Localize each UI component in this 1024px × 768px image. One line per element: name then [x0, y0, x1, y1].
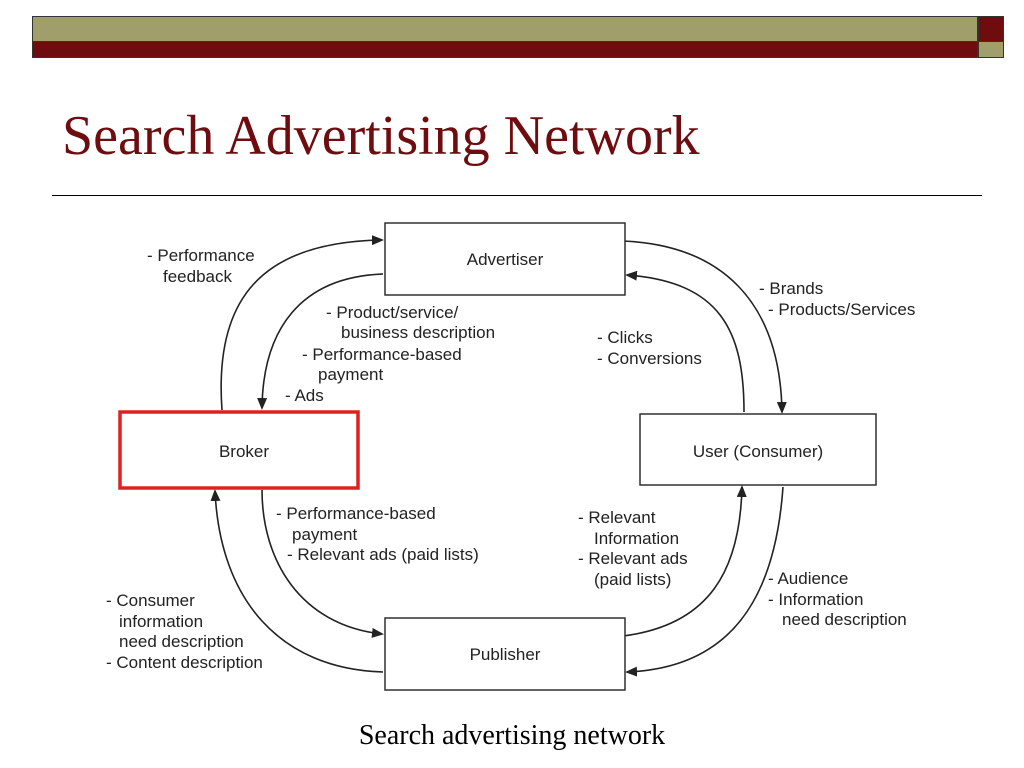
- annotation-line: payment: [292, 525, 357, 544]
- annotation-line: - Relevant ads: [578, 549, 688, 568]
- annotation-performance-feedback: - Performance feedback: [147, 246, 259, 286]
- annotation-line: - Performance-based: [276, 504, 436, 523]
- node-user-label: User (Consumer): [693, 442, 823, 461]
- annotation-line: business description: [341, 323, 495, 342]
- node-publisher-label: Publisher: [470, 645, 541, 664]
- annotation-line: - Relevant: [578, 508, 656, 527]
- node-advertiser: Advertiser: [384, 222, 626, 296]
- annotation-line: need description: [782, 610, 907, 629]
- node-broker-label: Broker: [219, 442, 269, 461]
- arrow-user-to-publisher: [625, 486, 784, 677]
- header-bar-maroon: [32, 42, 978, 58]
- annotation-audience: - Audience - Information need descriptio…: [768, 569, 907, 629]
- annotation-line: - Content description: [106, 653, 263, 672]
- annotation-line: - Audience: [768, 569, 848, 588]
- node-publisher-box: [384, 617, 626, 691]
- title-divider: [52, 195, 982, 196]
- annotation-clicks: - Clicks - Conversions: [597, 328, 702, 368]
- annotation-line: - Information: [768, 590, 863, 609]
- header-bar-olive: [32, 16, 978, 42]
- annotation-line: - Ads: [285, 386, 324, 405]
- node-user-box: [639, 413, 877, 486]
- annotation-line: payment: [318, 365, 383, 384]
- annotation-publisher-to-user: - Relevant Information - Relevant ads (p…: [578, 508, 692, 589]
- annotation-line: - Clicks: [597, 328, 653, 347]
- arrow-advertiser-to-broker: [257, 273, 384, 410]
- annotation-line: (paid lists): [594, 570, 671, 589]
- node-broker-box: [118, 410, 360, 490]
- node-publisher: Publisher: [384, 617, 626, 691]
- arrow-user-to-advertiser: [625, 270, 745, 413]
- annotation-line: - Conversions: [597, 349, 702, 368]
- slide-title: Search Advertising Network: [62, 105, 700, 167]
- node-broker: Broker: [118, 410, 360, 490]
- arrow-publisher-to-user: [622, 485, 747, 637]
- header-square-maroon: [978, 16, 1004, 42]
- arrow-broker-to-advertiser: [220, 235, 384, 411]
- annotation-line: - Relevant ads (paid lists): [287, 545, 479, 564]
- annotation-line: - Brands: [759, 279, 823, 298]
- annotation-line: - Products/Services: [768, 300, 915, 319]
- annotation-advertiser-to-broker: - Product/service/ business description …: [285, 303, 500, 405]
- annotation-line: Information: [594, 529, 679, 548]
- node-advertiser-box: [384, 222, 626, 296]
- annotation-line: feedback: [163, 267, 232, 286]
- arrow-publisher-to-broker: [210, 489, 384, 673]
- annotation-line: - Consumer: [106, 591, 195, 610]
- arrow-advertiser-to-user: [622, 240, 787, 414]
- annotation-line: - Product/service/: [326, 303, 459, 322]
- annotation-consumer-info: - Consumer information need description …: [106, 591, 263, 672]
- annotation-line: - Performance-based: [302, 345, 462, 364]
- annotation-broker-to-publisher: - Performance-based payment - Relevant a…: [276, 504, 479, 564]
- diagram-caption: Search advertising network: [358, 720, 666, 751]
- annotation-line: information: [119, 612, 203, 631]
- arrow-broker-to-publisher: [261, 489, 384, 638]
- header-square-olive: [978, 42, 1004, 58]
- annotation-line: - Performance: [147, 246, 255, 265]
- annotation-line: need description: [119, 632, 244, 651]
- node-advertiser-label: Advertiser: [467, 250, 544, 269]
- annotation-brands: - Brands - Products/Services: [759, 279, 915, 319]
- node-user: User (Consumer): [639, 413, 877, 486]
